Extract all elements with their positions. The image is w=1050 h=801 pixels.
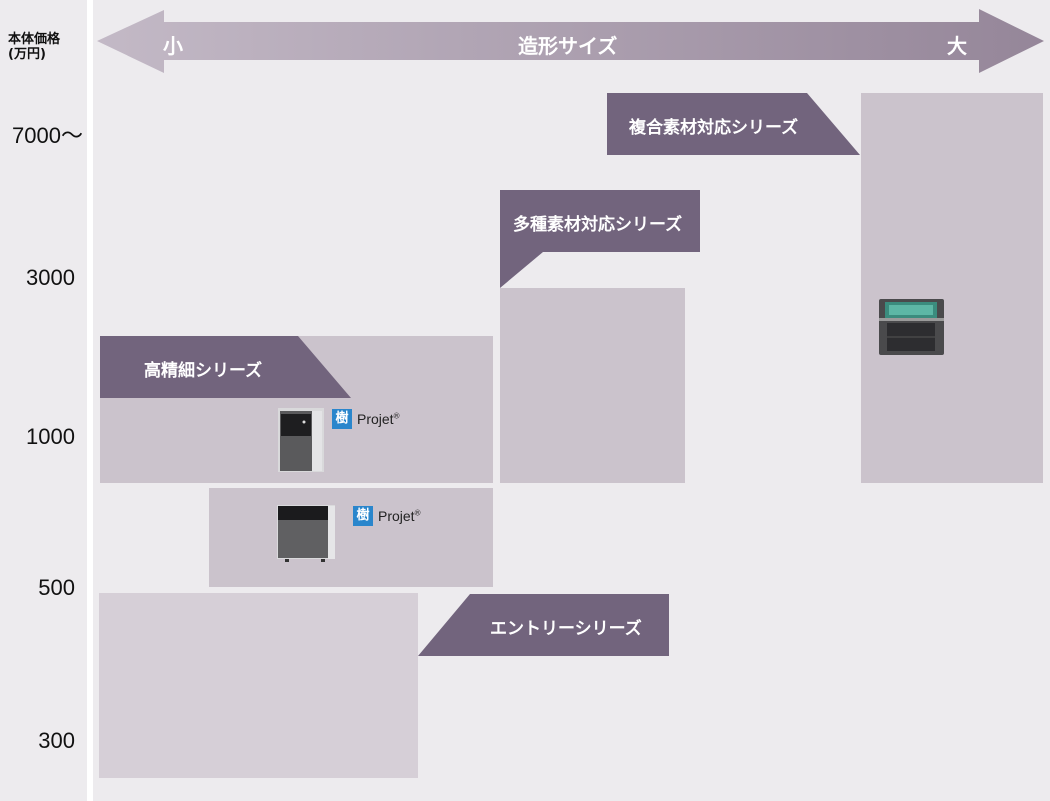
multi-material-series-label-shape (500, 190, 700, 288)
projet-brand-label: Projet® (378, 508, 420, 524)
entry-series-label: エントリーシリーズ (490, 619, 642, 639)
y-axis-title-line2: (万円) (8, 47, 46, 62)
size-axis-title: 造形サイズ (518, 34, 618, 58)
entry-series-label-shape (418, 594, 669, 656)
tower-printer-image (278, 408, 324, 472)
y-tick-3000: 3000 (26, 265, 75, 290)
y-axis-title: 本体価格 (万円) (8, 32, 60, 62)
multi-material-series-block (500, 288, 685, 483)
size-large-label: 大 (947, 34, 967, 58)
composite-series-label: 複合素材対応シリーズ (629, 118, 799, 138)
brand-name: Projet (357, 411, 394, 427)
composite-printer-image (879, 299, 944, 355)
axis-divider (87, 0, 93, 801)
brand-name: Projet (378, 508, 415, 524)
entry-series-block (99, 593, 418, 778)
resin-badge-icon: 樹 (353, 506, 373, 526)
y-tick-300: 300 (38, 728, 75, 753)
projet-brand-label: Projet® (357, 411, 399, 427)
desktop-printer-image (277, 505, 335, 562)
high-precision-series-label-shape (100, 336, 351, 398)
registered-mark: ® (414, 508, 421, 518)
high-precision-block-lower (209, 488, 493, 587)
composite-series-label-shape (607, 93, 860, 155)
high-precision-series-label: 高精細シリーズ (144, 361, 263, 381)
multi-material-series-label: 多種素材対応シリーズ (513, 215, 683, 235)
composite-series-block (861, 93, 1043, 483)
registered-mark: ® (393, 411, 400, 421)
y-axis-title-line1: 本体価格 (8, 32, 61, 47)
y-axis-column: 本体価格 (万円) 7000〜 3000 1000 500 300 (0, 0, 87, 801)
y-tick-1000: 1000 (26, 424, 75, 449)
y-tick-7000: 7000〜 (12, 123, 83, 148)
size-arrow (97, 9, 1044, 73)
size-small-label: 小 (163, 34, 183, 58)
resin-badge-icon: 樹 (332, 409, 352, 429)
y-tick-500: 500 (38, 575, 75, 600)
